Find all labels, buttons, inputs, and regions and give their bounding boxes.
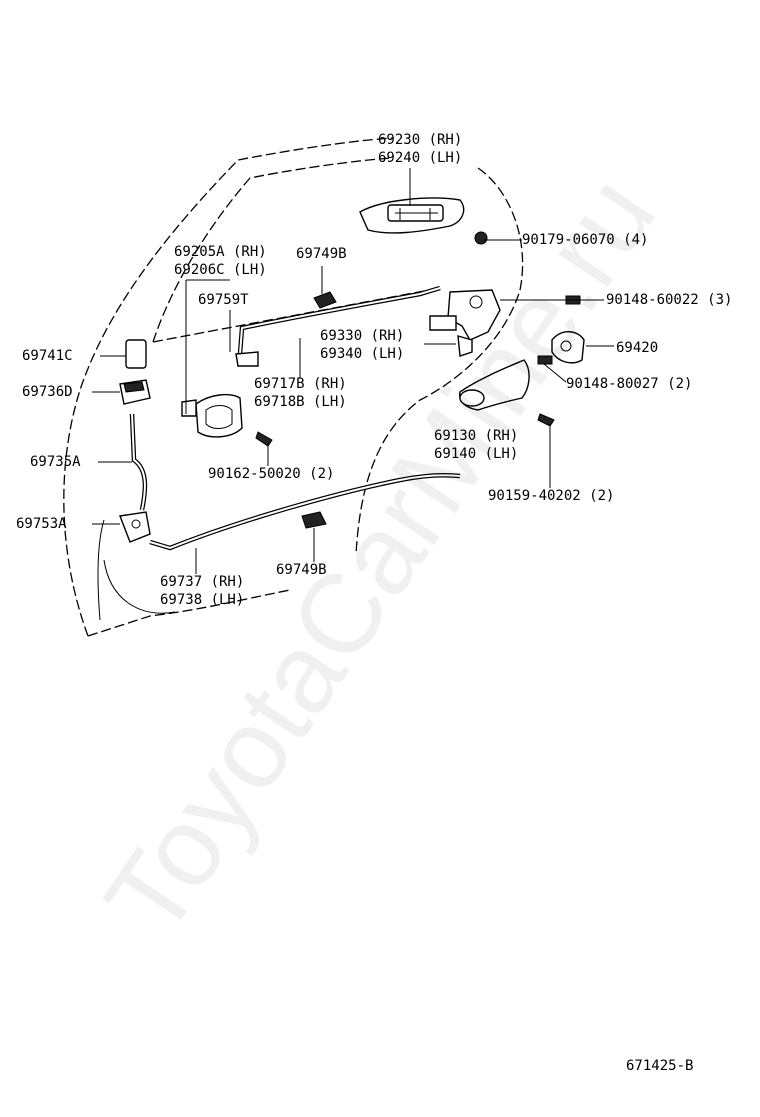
label-69749b-top: 69749B bbox=[296, 246, 347, 262]
door-lock-body bbox=[447, 289, 501, 341]
label-69717b: 69717B (RH) bbox=[254, 376, 347, 392]
outside-handle-detail bbox=[395, 208, 438, 220]
bellcrank-69753a-shape bbox=[119, 511, 151, 543]
label-69130: 69130 (RH) bbox=[434, 428, 519, 444]
door-lock-lever bbox=[429, 315, 457, 331]
door-lock-base bbox=[457, 335, 473, 357]
lock-knob-bezel-shape bbox=[125, 339, 147, 369]
label-69718b: 69718B (LH) bbox=[254, 394, 347, 410]
door-outline-inner bbox=[152, 157, 393, 343]
label-90148-60022: 90148-60022 (3) bbox=[606, 292, 733, 308]
label-69741c: 69741C bbox=[22, 348, 73, 364]
clip-69749b-top-shape bbox=[313, 291, 337, 309]
label-69240: 69240 (LH) bbox=[378, 150, 463, 166]
label-69230: 69230 (RH) bbox=[378, 132, 463, 148]
nut-90179-shape bbox=[474, 231, 488, 245]
striker-shape bbox=[551, 331, 585, 364]
label-69330: 69330 (RH) bbox=[320, 328, 405, 344]
label-69735a: 69735A bbox=[30, 454, 81, 470]
leader-lines bbox=[92, 168, 614, 574]
door-lower-curve bbox=[103, 559, 176, 614]
rod-69735a bbox=[129, 413, 148, 511]
clip-69759t-shape bbox=[235, 351, 259, 367]
screw-90148-80027-shape bbox=[537, 355, 553, 365]
label-69206c: 69206C (LH) bbox=[174, 262, 267, 278]
label-90162-50020: 90162-50020 (2) bbox=[208, 466, 335, 482]
label-69738: 69738 (LH) bbox=[160, 592, 245, 608]
label-69340: 69340 (LH) bbox=[320, 346, 405, 362]
door-lower-edge bbox=[87, 589, 291, 637]
label-69749b-bottom: 69749B bbox=[276, 562, 327, 578]
inside-handle-shape bbox=[195, 393, 243, 438]
screw-90162-shape bbox=[255, 431, 273, 447]
label-69753a: 69753A bbox=[16, 516, 67, 532]
label-90159-40202: 90159-40202 (2) bbox=[488, 488, 615, 504]
label-90148-80027: 90148-80027 (2) bbox=[566, 376, 693, 392]
label-69205a: 69205A (RH) bbox=[174, 244, 267, 260]
label-69759t: 69759T bbox=[198, 292, 249, 308]
door-lower-inner bbox=[97, 519, 105, 621]
diagram-code: 671425-B bbox=[626, 1058, 694, 1074]
clip-69749b-bottom-shape bbox=[301, 511, 327, 529]
label-69140: 69140 (LH) bbox=[434, 446, 519, 462]
door-rear-edge bbox=[355, 167, 524, 556]
label-69420: 69420 bbox=[616, 340, 659, 356]
label-90179-06070: 90179-06070 (4) bbox=[522, 232, 649, 248]
label-69736d: 69736D bbox=[22, 384, 73, 400]
door-outline-outer bbox=[63, 137, 393, 637]
screw-90159-shape bbox=[537, 413, 555, 427]
label-69737: 69737 (RH) bbox=[160, 574, 245, 590]
